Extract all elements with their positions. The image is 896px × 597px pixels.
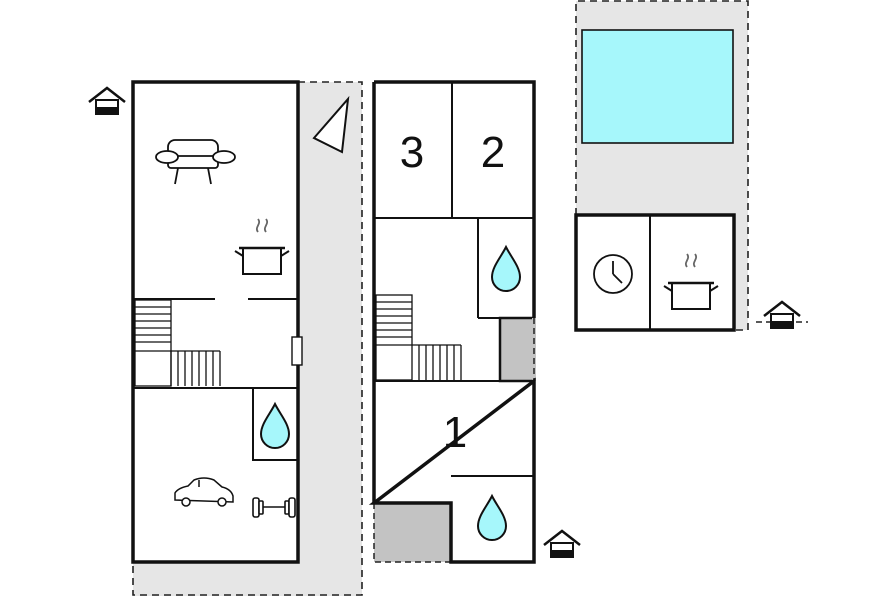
water-drop-icon xyxy=(491,246,521,292)
house-entrance-icon xyxy=(756,300,808,330)
bathroom-walls xyxy=(252,387,299,461)
staircase-icon xyxy=(375,294,462,381)
utility-room xyxy=(498,316,536,383)
clock-icon xyxy=(593,254,633,294)
room-number-1: 1 xyxy=(443,408,467,457)
pool-terrace-boundary xyxy=(575,0,749,331)
swimming-pool xyxy=(581,29,734,144)
outdoor-boundary-left xyxy=(132,81,363,596)
house-entrance-icon xyxy=(542,529,582,559)
door xyxy=(291,336,303,366)
cooking-pot-icon xyxy=(233,217,291,276)
storage-room xyxy=(374,503,451,562)
storage-boundary xyxy=(373,503,451,563)
sofa-icon xyxy=(155,139,236,185)
water-drop-icon xyxy=(260,403,290,449)
middle-building-walls xyxy=(368,80,536,564)
house-entrance-icon xyxy=(87,86,127,116)
outdoor-area-bottom-left xyxy=(133,562,362,596)
outdoor-strip-left xyxy=(298,82,362,562)
left-building-walls xyxy=(131,80,300,564)
staircase-icon xyxy=(134,299,221,387)
room-number-2: 2 xyxy=(481,128,505,177)
compass-north-icon xyxy=(312,95,350,154)
room-number-3: 3 xyxy=(400,128,424,177)
terrace-strip-right xyxy=(734,215,748,330)
water-drop-icon xyxy=(477,495,507,541)
dumbbell-icon xyxy=(252,497,296,518)
car-icon xyxy=(174,477,234,507)
